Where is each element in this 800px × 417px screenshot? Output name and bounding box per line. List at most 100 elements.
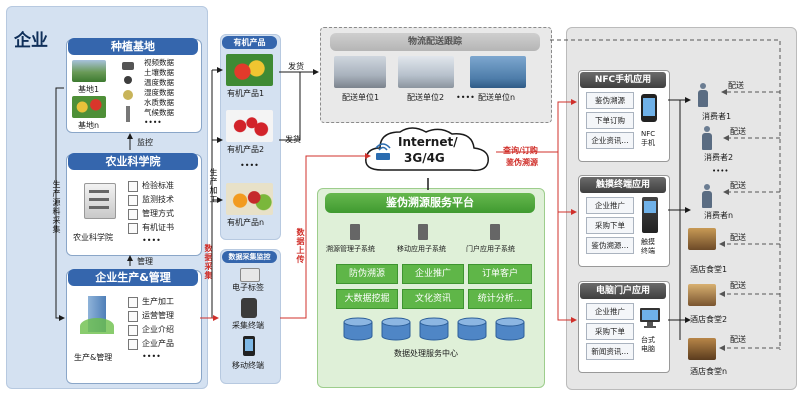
nfc-phone-icon (641, 94, 657, 122)
product2-label: 有机产品2 (227, 145, 265, 154)
query-order-label: 查询/订购 (503, 146, 538, 155)
platform-panel (317, 188, 545, 388)
agri-academy-title: 农业科学院 (68, 153, 198, 170)
database-icons (343, 317, 525, 341)
pc-order-button[interactable]: 采购下单 (586, 323, 634, 340)
touch-device-label: 触摸终端 (641, 238, 655, 255)
subsystem-icon (490, 224, 500, 240)
delivery-unit1: 配送单位1 (342, 93, 380, 102)
production-title: 企业生产&管理 (68, 269, 198, 286)
desktop-icon (640, 308, 660, 330)
production-item: 企业介绍 (142, 325, 174, 334)
consumer1-label: 消费者1 (702, 112, 732, 121)
base1-label: 基地1 (78, 85, 100, 94)
data-upload-label: 数据上传 (296, 228, 305, 264)
doc-icon (128, 181, 138, 192)
cloud-icon (365, 127, 489, 172)
logistics-dots: •••• (456, 93, 475, 102)
doc-icon (128, 297, 138, 308)
hotel1-label: 酒店食堂1 (690, 265, 728, 274)
plane-photo (470, 56, 526, 88)
data-collect-label: 数据采集 (204, 244, 213, 280)
monitor-label: 监控 (137, 138, 153, 147)
product1-photo (226, 54, 273, 86)
consumern-figure (700, 184, 714, 208)
nfc-device-label: NFC手机 (641, 130, 656, 147)
productn-photo (226, 183, 273, 215)
academy-item-list: 检验标准 监测技术 管理方式 有机证书 •••• (128, 181, 198, 251)
sensor-icons (120, 60, 136, 126)
base-data-list: 视频数据 土壤数据 温度数据 湿度数据 水质数据 气候数据 •••• (144, 59, 200, 129)
hotel2-photo (688, 284, 716, 306)
products-title: 有机产品 (222, 36, 277, 49)
doc-icon (128, 325, 138, 336)
mobile-icon (243, 336, 255, 356)
subsystem-label: 移动应用子系统 (397, 245, 446, 253)
subsystem-icon (350, 224, 360, 240)
agri-academy-caption: 农业科学院 (73, 233, 113, 242)
data-item: 土壤数据 (144, 68, 174, 77)
data-item: 视频数据 (144, 58, 174, 67)
manage-label: 管理 (137, 257, 153, 266)
pc-news-button[interactable]: 新闻资讯... (586, 343, 634, 360)
products-dots: •••• (240, 161, 259, 170)
doc-icon (128, 223, 138, 234)
doc-icon (128, 195, 138, 206)
base1-photo (72, 60, 106, 82)
deliver-label: 配送 (730, 181, 746, 190)
touch-order-button[interactable]: 采购下单 (586, 217, 634, 234)
internet-line2: 3G/4G (404, 151, 445, 165)
ship-label-top: 发货 (288, 62, 304, 71)
doc-icon (128, 311, 138, 322)
hotelN-photo (688, 338, 716, 360)
pc-device-label: 台式电脑 (641, 336, 655, 353)
planting-base-title: 种植基地 (68, 38, 198, 55)
deliver-label: 配送 (730, 335, 746, 344)
consumer1-figure (696, 83, 710, 107)
touch-promo-button[interactable]: 企业推广 (586, 197, 634, 214)
trace-label: 鉴伪溯源 (506, 158, 538, 167)
data-item: 湿度数据 (144, 88, 174, 97)
production-item: •••• (142, 352, 161, 361)
nfc-trace-button[interactable]: 鉴伪溯源 (586, 92, 634, 109)
subsystem-label: 溯源管理子系统 (326, 245, 375, 253)
data-item: 水质数据 (144, 98, 174, 107)
platform-cell: 统计分析... (468, 289, 532, 309)
nfc-news-button[interactable]: 企业资讯... (586, 132, 634, 149)
collector-icon (241, 298, 257, 318)
delivery-unit2: 配送单位2 (407, 93, 445, 102)
building-icon (80, 296, 114, 336)
nfc-order-button[interactable]: 下单订购 (586, 112, 634, 129)
touch-trace-button[interactable]: 鉴伪溯源... (586, 237, 634, 254)
consumer2-label: 消费者2 (704, 153, 734, 162)
pc-title: 电脑门户应用 (580, 283, 666, 299)
academy-item: 管理方式 (142, 209, 174, 218)
hotel1-photo (688, 228, 716, 250)
product1-label: 有机产品1 (227, 89, 265, 98)
data-item: •••• (144, 118, 162, 127)
data-item: 温度数据 (144, 78, 174, 87)
platform-cell: 防伪溯源 (336, 264, 398, 284)
platform-cell: 文化资讯 (402, 289, 464, 309)
platform-cell: 企业推广 (402, 264, 464, 284)
platform-cell: 大数据挖掘 (336, 289, 398, 309)
production-caption: 生产&管理 (74, 353, 113, 362)
enterprise-label: 企业 (14, 31, 48, 51)
consumers-dots: •••• (712, 167, 729, 175)
deliver-label: 配送 (730, 127, 746, 136)
platform-title: 鉴伪溯源服务平台 (325, 193, 535, 213)
internet-line1: Internet/ (398, 135, 458, 149)
basen-label: 基地n (78, 121, 100, 130)
subsystem-icon (418, 224, 428, 240)
train-photo (398, 56, 454, 88)
basen-photo (72, 96, 106, 118)
pc-promo-button[interactable]: 企业推广 (586, 303, 634, 320)
collector-label: 采集终端 (232, 321, 264, 330)
deliver-label: 配送 (728, 81, 744, 90)
collection-title: 数据采集监控 (222, 251, 277, 263)
deliver-label: 配送 (730, 281, 746, 290)
platform-cell: 订单客户 (468, 264, 532, 284)
truck-photo (334, 56, 386, 88)
logistics-title: 物流配送跟踪 (330, 33, 540, 51)
productn-label: 有机产品n (227, 218, 265, 227)
